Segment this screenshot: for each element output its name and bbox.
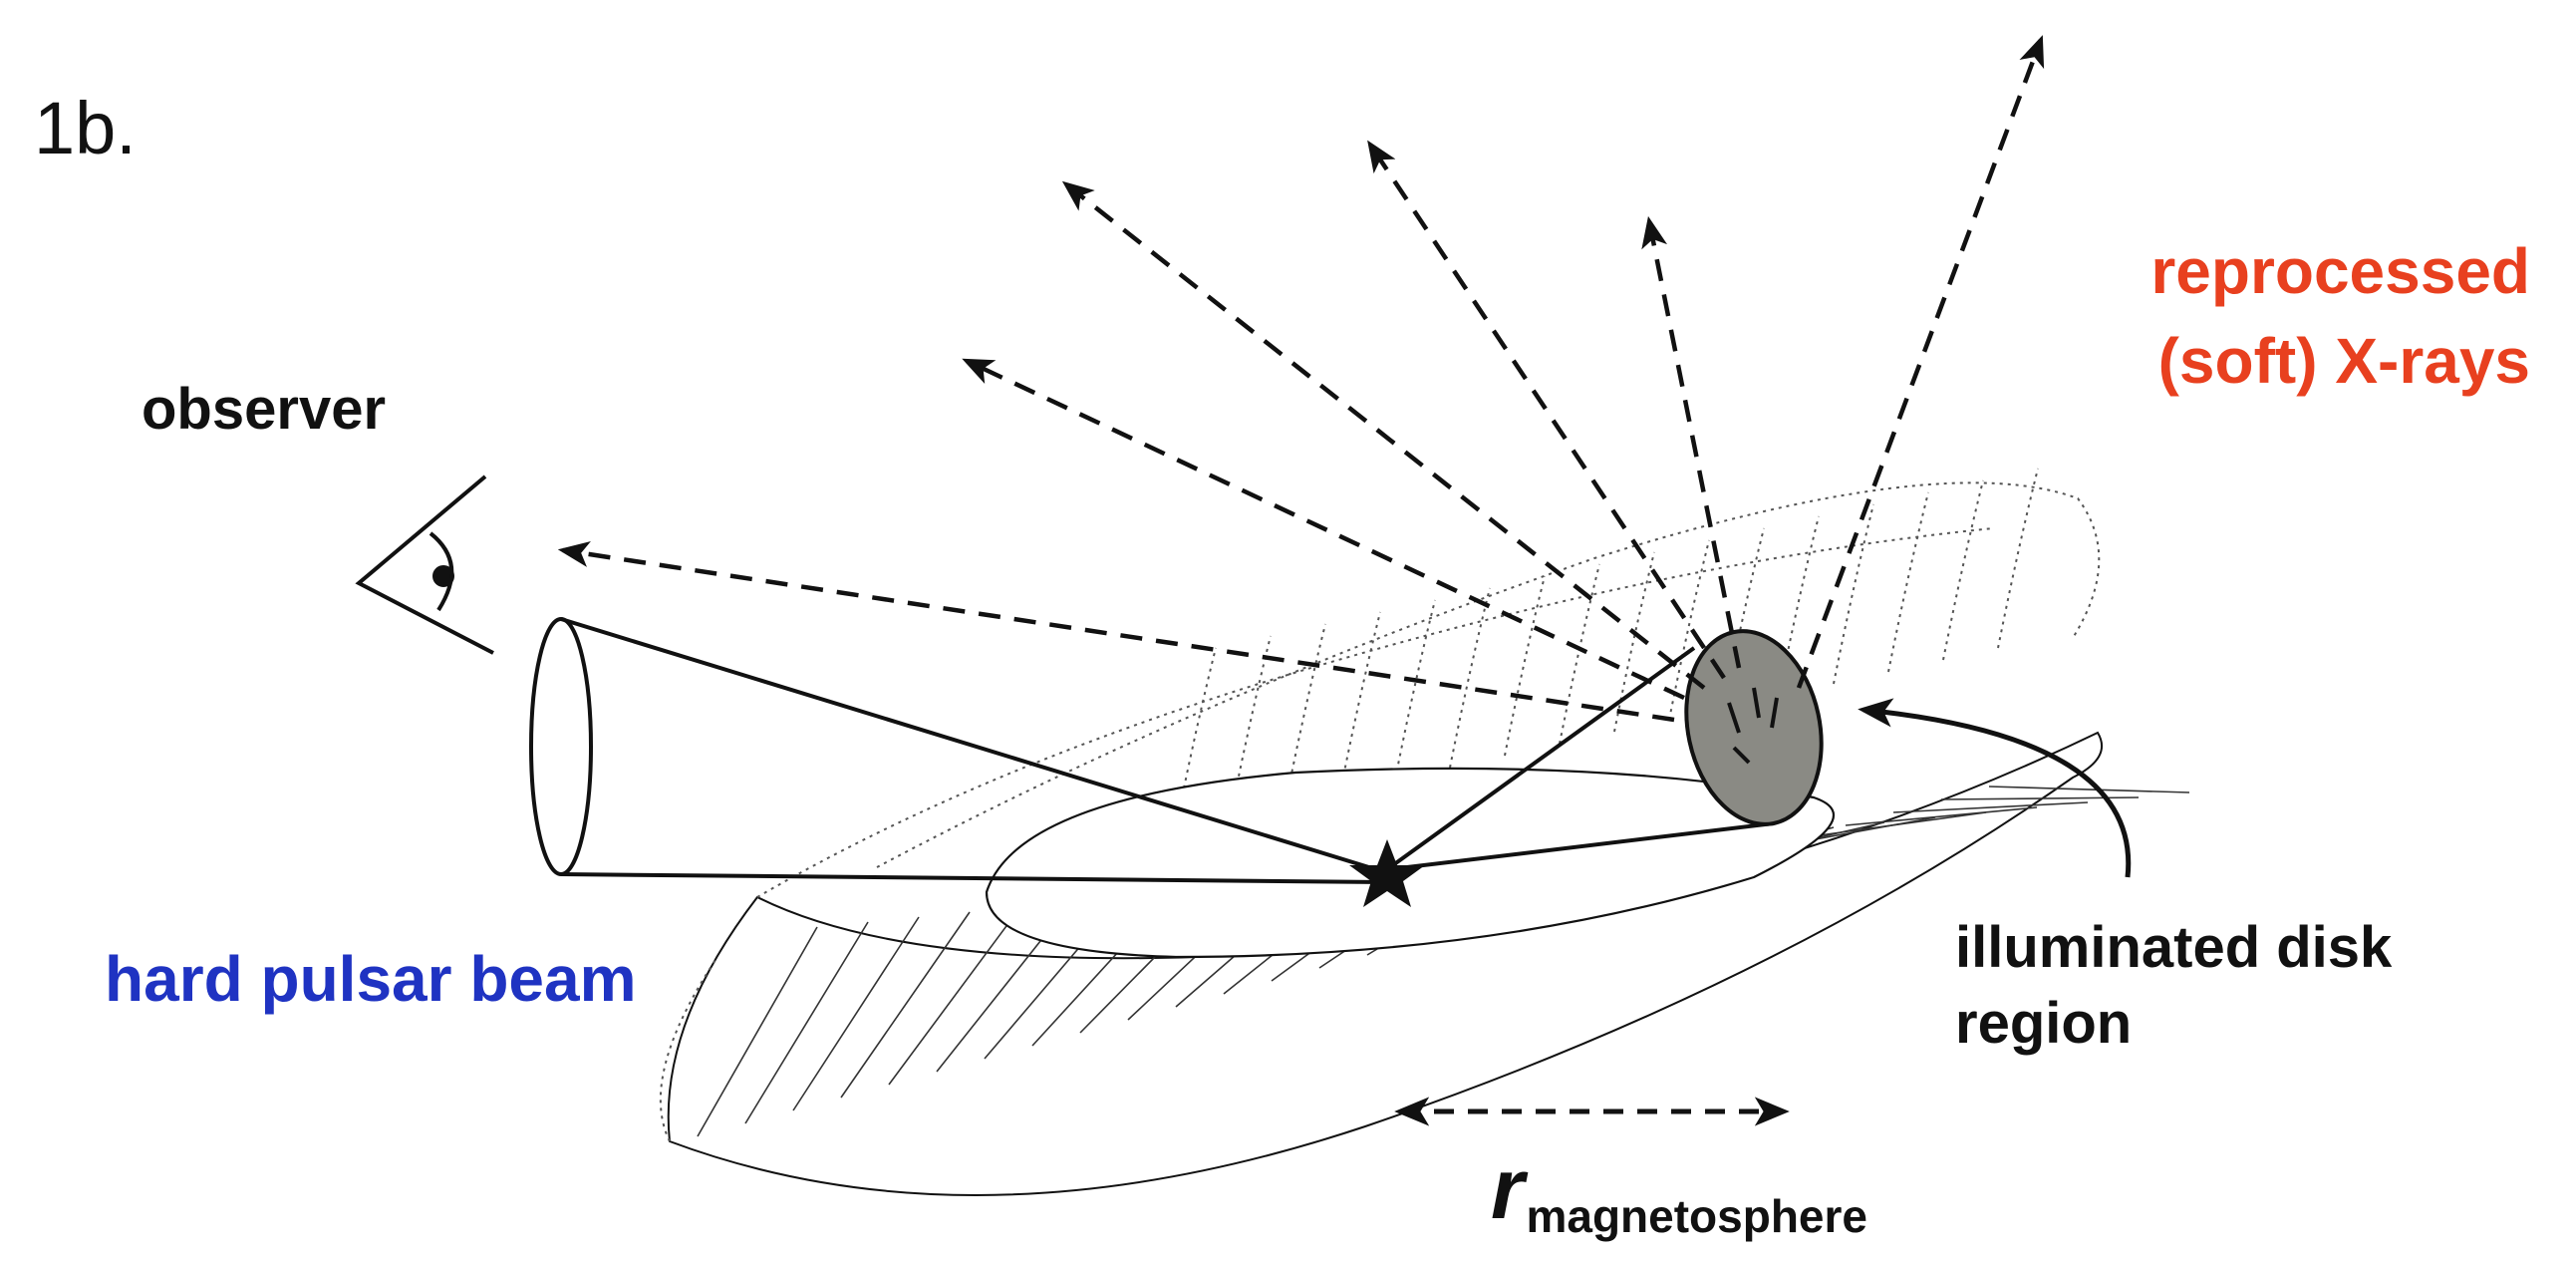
xray-arrow <box>557 540 1675 723</box>
pulsar-beam-cone <box>529 617 1386 884</box>
disk-dotted-rib <box>1449 587 1491 769</box>
disk-dotted-rib <box>1668 539 1710 721</box>
magnetosphere-radius-label: rmagnetosphere <box>1491 1146 1867 1239</box>
illumination-lines <box>1388 646 1775 871</box>
xray-arrow <box>1061 180 1706 690</box>
radius-symbol: r <box>1491 1141 1525 1237</box>
disk-hatch-line <box>744 921 869 1124</box>
disk-hatch-line <box>1845 806 2038 826</box>
disk-dotted-rib <box>1175 647 1217 828</box>
disk-hatch-line <box>697 926 818 1137</box>
disk-hatch-line <box>792 916 920 1111</box>
reprocessed-label-line1: reprocessed <box>2150 235 2530 307</box>
illuminated-disk-label-line2: region <box>1955 991 2133 1056</box>
disk-hatch-line <box>1892 801 2089 813</box>
disk-hatch-line <box>1988 786 2190 793</box>
xray-arrow <box>1367 140 1726 680</box>
disk-dotted-rib <box>1230 635 1272 816</box>
xray-arrow <box>962 358 1685 701</box>
star-icon <box>1349 839 1425 907</box>
hard-pulsar-beam-label: hard pulsar beam <box>105 943 637 1015</box>
inner-disk-edge <box>985 767 1835 959</box>
panel-label: 1b. <box>34 87 137 169</box>
disk-hatch-line <box>1797 811 1987 839</box>
illuminated-disk-label-line1: illuminated disk <box>1955 915 2393 980</box>
observer-label: observer <box>142 377 387 442</box>
disk-dotted-rib <box>1778 515 1820 697</box>
disk-dotted-rib <box>1997 468 2039 649</box>
xray-arrow <box>1641 215 1742 669</box>
eye-icon <box>355 474 494 655</box>
disk-dotted-rib <box>1504 575 1546 757</box>
disk-dotted-rib <box>1887 491 1929 673</box>
disk-dotted-rib <box>1339 611 1381 792</box>
disk-dotted-rib <box>1833 503 1874 685</box>
disk-dotted-rib <box>1613 551 1655 733</box>
disk-hatch-line <box>840 911 971 1099</box>
xray-arrow <box>1796 35 2045 689</box>
disk-dotted-rib <box>1723 527 1765 709</box>
region-dashes <box>1727 687 1779 765</box>
disk-dotted-rib <box>1394 599 1436 781</box>
disk-dotted-rib <box>1285 623 1326 804</box>
disk-dotted-rib <box>1942 479 1984 661</box>
disk-top-surface <box>659 468 2101 1142</box>
radius-subscript: magnetosphere <box>1526 1190 1867 1242</box>
region-pointer-arrow <box>1858 698 2132 878</box>
disk-hatch-line <box>888 906 1021 1086</box>
reprocessed-xray-arrows <box>557 35 2045 723</box>
reprocessed-label-line2: (soft) X-rays <box>2157 325 2530 397</box>
